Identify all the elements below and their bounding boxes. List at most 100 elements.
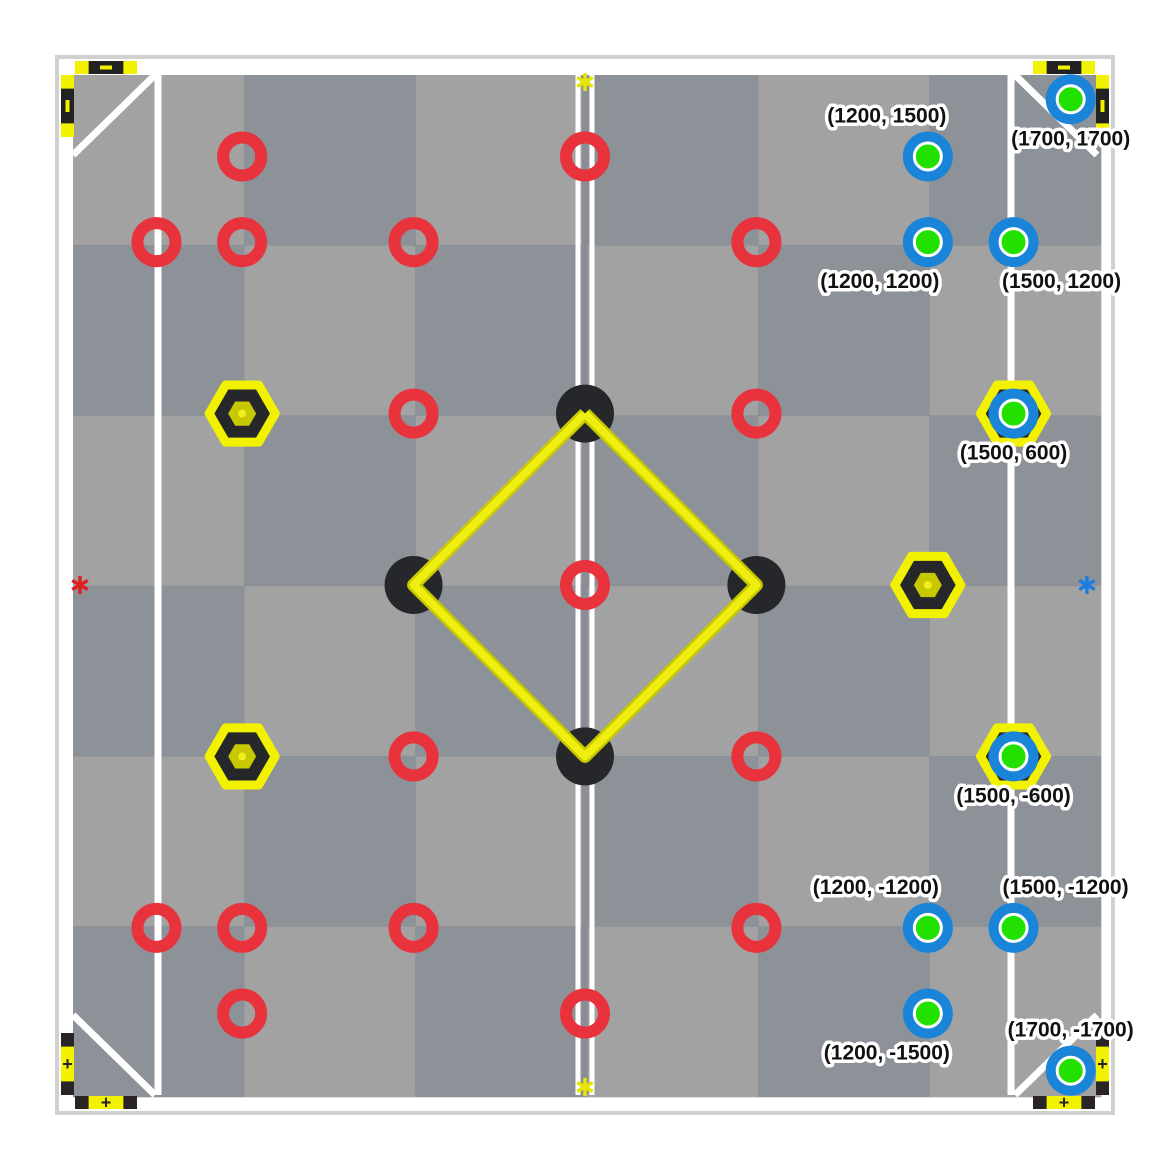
corner-sign-body <box>1046 1096 1082 1109</box>
ring <box>217 131 268 182</box>
position-label: (1200, -1500) <box>824 1042 950 1065</box>
floor-tile <box>586 245 759 417</box>
position-label: (1200, 1200) <box>820 270 939 293</box>
position-label: (1200, -1200) <box>813 876 939 899</box>
position-label: (1200, 1500) <box>827 104 946 127</box>
field-tiles <box>73 75 1102 1098</box>
position-markers <box>902 74 1096 1096</box>
corner-line <box>70 1012 158 1098</box>
corner-sign-top-left-v <box>61 75 74 137</box>
floor-tile <box>244 585 417 757</box>
ladder <box>384 384 786 786</box>
corner-sign-bottom-left-v: + <box>61 1033 74 1095</box>
floor-tile <box>758 926 930 1098</box>
corner-sign-body <box>61 1046 74 1082</box>
corner-sign-end <box>1081 1096 1095 1109</box>
floor-tile <box>415 926 588 1098</box>
corner-sign-bottom-right-v: + <box>1096 1033 1109 1095</box>
ring <box>388 902 439 953</box>
corner-line <box>70 72 158 158</box>
floor-tile <box>244 756 417 928</box>
star-icon-bottom <box>576 1078 594 1096</box>
position-marker-center <box>998 912 1029 943</box>
ring <box>731 217 782 268</box>
minus-sign <box>65 100 70 112</box>
plus-sign: + <box>1097 1054 1108 1074</box>
ring <box>131 902 182 953</box>
star-center <box>77 582 83 588</box>
ring <box>731 388 782 439</box>
corner-sign-top-right-h <box>1033 61 1095 74</box>
plus-sign: + <box>1059 1093 1070 1113</box>
corner-sign-top-left-h <box>75 61 137 74</box>
minus-sign <box>100 65 112 70</box>
star-icon-left <box>71 576 89 594</box>
floor-tile <box>244 926 417 1098</box>
corner-sign-end <box>75 1096 89 1109</box>
star-center <box>582 1084 588 1090</box>
floor-tile <box>415 75 588 246</box>
position-marker-center <box>998 398 1029 429</box>
floor-tile <box>758 756 930 928</box>
floor-tile <box>586 756 759 928</box>
floor-tile <box>415 245 588 417</box>
ring <box>560 131 610 182</box>
plus-sign: + <box>101 1093 112 1113</box>
corner-sign-end <box>1096 1081 1109 1095</box>
position-marker-center <box>998 741 1029 772</box>
position-marker-center <box>912 227 943 258</box>
position-label: (1700, -1700) <box>1008 1019 1134 1042</box>
floor-tile <box>244 415 417 587</box>
star-center <box>582 79 588 85</box>
ladder-frame <box>409 410 761 761</box>
mobile-goal-stake-top <box>238 409 247 418</box>
floor-tile <box>586 926 759 1098</box>
ring <box>388 731 439 782</box>
corner-sign-end <box>123 1096 137 1109</box>
floor-tile <box>758 75 930 246</box>
ring <box>388 217 439 268</box>
rings <box>131 131 782 1039</box>
mobile-goal <box>204 723 280 790</box>
corner-sign-body <box>88 1096 124 1109</box>
position-marker-center <box>1055 84 1086 115</box>
floor-tile <box>758 415 930 587</box>
corner-sign-body <box>1096 1046 1109 1082</box>
position-marker-center <box>912 998 943 1029</box>
ring <box>731 731 782 782</box>
ring <box>731 902 782 953</box>
corner-sign-bottom-right-h: + <box>1033 1093 1095 1113</box>
plus-sign: + <box>62 1054 73 1074</box>
position-label: (1500, -600) <box>956 784 1070 807</box>
mobile-goal <box>204 380 280 447</box>
mobile-goal <box>890 551 966 619</box>
star-icon-top <box>576 73 594 91</box>
floor-tile <box>244 245 417 417</box>
position-label: (1700, 1700) <box>1011 127 1130 150</box>
position-label: (1500, 600) <box>960 442 1067 465</box>
floor-tile <box>244 75 417 246</box>
corner-sign-end <box>61 1081 74 1095</box>
floor-tile <box>415 756 588 928</box>
floor-tile <box>758 245 930 417</box>
mobile-goal-stake-top <box>923 581 932 589</box>
position-marker-center <box>912 912 943 943</box>
minus-sign <box>1058 65 1070 70</box>
ring <box>217 988 268 1039</box>
ring <box>560 988 610 1039</box>
corner-sign-top-right-v <box>1096 75 1109 137</box>
floor-tile <box>586 75 759 246</box>
star-icon-right <box>1078 576 1096 594</box>
corner-sign-end <box>61 1033 74 1047</box>
star-center <box>1084 582 1090 588</box>
mobile-goal-stake-top <box>238 752 247 761</box>
ring <box>560 560 610 610</box>
ring <box>131 217 182 268</box>
position-label: (1500, -1200) <box>1003 876 1129 899</box>
floor-tile <box>758 585 930 757</box>
minus-sign <box>1100 100 1105 112</box>
ring <box>217 217 268 268</box>
position-marker-center <box>1055 1055 1086 1086</box>
position-marker-center <box>998 227 1029 258</box>
